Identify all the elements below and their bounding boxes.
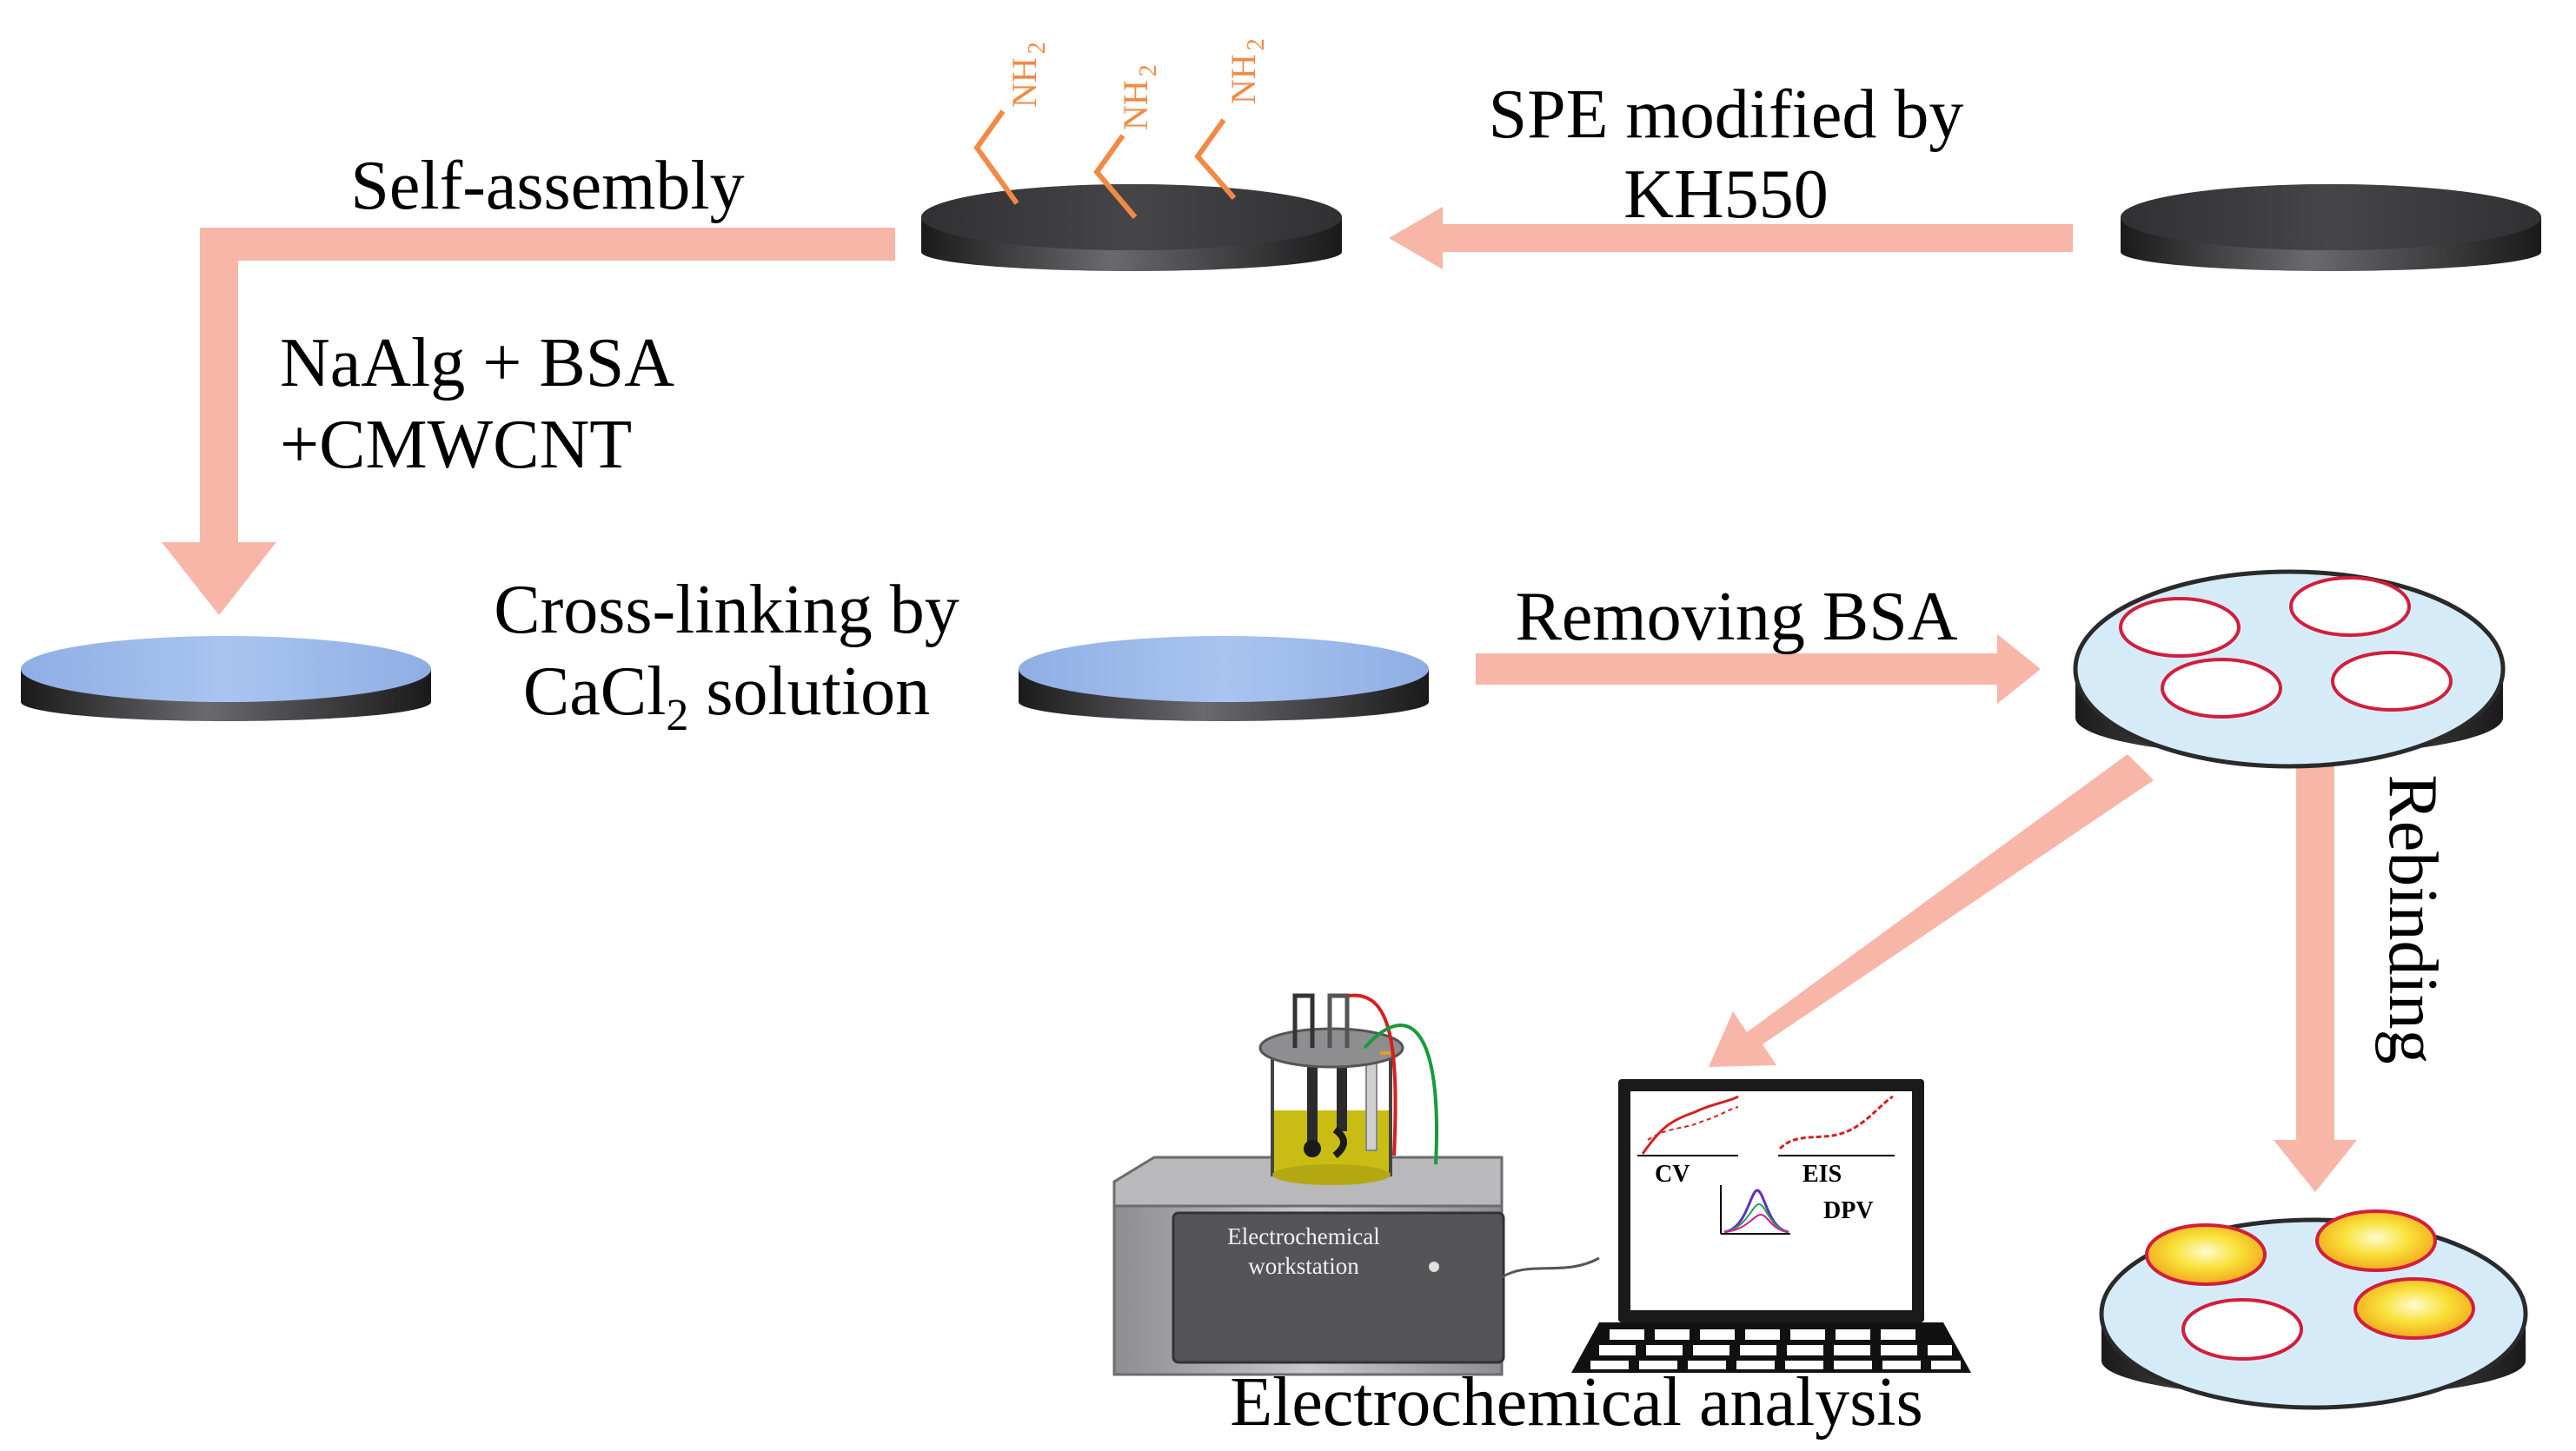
kh550-label: KH550 <box>1623 156 1829 233</box>
arrow-modify <box>1389 207 2073 269</box>
amine-chain-3 <box>1194 118 1237 200</box>
spe-modified-label: SPE modified by <box>1489 76 1964 153</box>
bare-spe-disk <box>2121 184 2541 271</box>
arrow-self-assembly <box>162 228 895 615</box>
electrochemical-cell <box>1258 993 1438 1185</box>
coated-disk-left <box>21 636 431 721</box>
empty-site <box>2181 1298 2303 1361</box>
crosslinking-label-line1: Cross-linking by <box>494 572 959 648</box>
cavity-2 <box>2289 576 2411 637</box>
arrows <box>162 207 2357 1192</box>
workstation-label-line2: workstation <box>1248 1253 1359 1279</box>
laptop: CV EIS DPV <box>1571 1079 1971 1373</box>
workstation-panel <box>1172 1211 1505 1364</box>
amine-label-3: NH2 <box>1224 38 1270 104</box>
removing-bsa-label: Removing BSA <box>1516 579 1958 655</box>
cv-label: CV <box>1655 1161 1690 1188</box>
mix-label-line2: +CMWCNT <box>280 407 632 483</box>
amine-groups: NH2 NH2 NH2 <box>973 38 1270 219</box>
cavity-1 <box>2119 597 2241 658</box>
amine-chain-1 <box>973 109 1019 205</box>
bound-site-2 <box>2315 1209 2437 1272</box>
amine-chain-2 <box>1093 134 1138 219</box>
bound-site-1 <box>2145 1223 2267 1286</box>
workstation-label-line1: Electrochemical <box>1227 1223 1379 1249</box>
mix-label-line1: NaAlg + BSA <box>280 325 674 401</box>
bound-site-3 <box>2354 1277 2475 1340</box>
dpv-label: DPV <box>1823 1197 1874 1224</box>
cavity-4 <box>2331 651 2453 712</box>
amine-label-2: NH2 <box>1116 64 1162 130</box>
self-assembly-label: Self-assembly <box>350 148 744 224</box>
arrow-removing <box>1476 634 2041 704</box>
eis-label: EIS <box>1803 1161 1842 1188</box>
electrochemical-analysis-label: Electrochemical analysis <box>1230 1364 1922 1441</box>
electrochemical-workstation: Electrochemical workstation <box>1112 993 1600 1376</box>
rebound-disk <box>2099 1209 2528 1410</box>
cavity-3 <box>2161 658 2282 719</box>
crosslinked-disk <box>1019 636 1429 721</box>
rebinding-label: Rebinding <box>2374 774 2451 1063</box>
arrow-rebinding <box>2274 765 2357 1192</box>
crosslinking-label-line2: CaCl2 solution <box>523 653 930 740</box>
power-indicator <box>1429 1262 1439 1272</box>
arrow-analysis <box>1709 754 2154 1067</box>
amine-label-1: NH2 <box>1005 42 1051 108</box>
imprinted-disk <box>2073 569 2506 769</box>
amine-modified-disk <box>921 184 1342 271</box>
